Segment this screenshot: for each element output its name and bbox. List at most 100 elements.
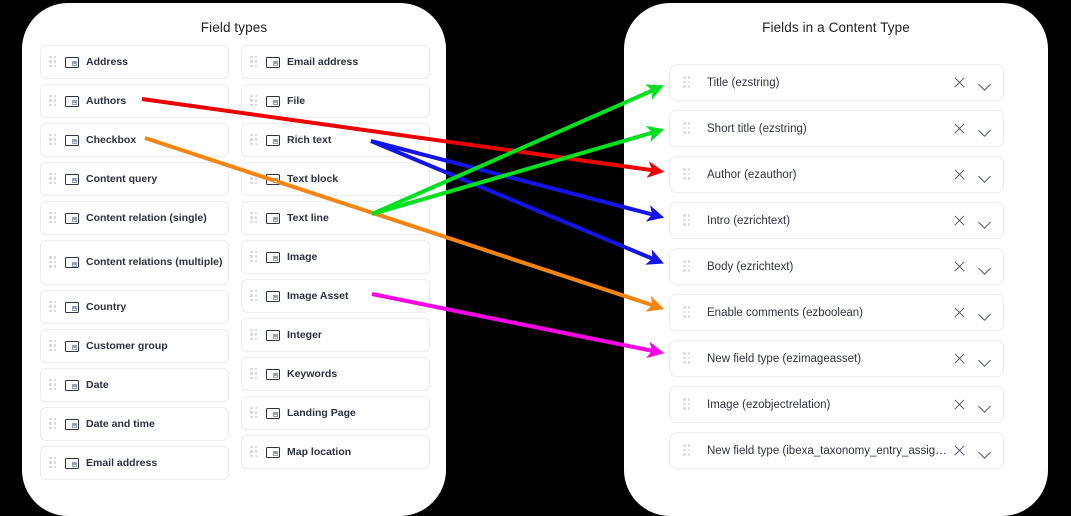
content-field-row[interactable]: Body (ezrichtext) (669, 248, 1004, 285)
field-type-card[interactable]: Date and time (40, 407, 229, 441)
field-type-icon (266, 329, 280, 341)
drag-handle-icon[interactable] (250, 250, 259, 264)
drag-handle-icon[interactable] (250, 328, 259, 342)
field-type-label: Address (86, 55, 129, 68)
close-icon[interactable] (952, 305, 968, 321)
drag-handle-icon[interactable] (250, 172, 259, 186)
drag-handle-icon[interactable] (250, 94, 259, 108)
content-field-row[interactable]: Title (ezstring) (669, 64, 1004, 101)
drag-handle-icon[interactable] (49, 133, 58, 147)
field-type-card[interactable]: File (241, 84, 430, 118)
drag-handle-icon[interactable] (683, 398, 692, 411)
content-field-row[interactable]: New field type (ezimageasset) (669, 340, 1004, 377)
chevron-down-icon[interactable] (978, 122, 992, 136)
field-type-card[interactable]: Content relation (single) (40, 201, 229, 235)
field-type-icon (266, 56, 280, 68)
field-type-label: Customer group (86, 339, 168, 352)
field-type-card[interactable]: Content query (40, 162, 229, 196)
field-type-card[interactable]: Integer (241, 318, 430, 352)
content-field-row[interactable]: Short title (ezstring) (669, 110, 1004, 147)
field-type-card[interactable]: Authors (40, 84, 229, 118)
field-type-label: Landing Page (287, 406, 356, 419)
content-field-row[interactable]: Intro (ezrichtext) (669, 202, 1004, 239)
chevron-down-icon[interactable] (978, 260, 992, 274)
chevron-down-icon[interactable] (978, 444, 992, 458)
field-type-card[interactable]: Image Asset (241, 279, 430, 313)
drag-handle-icon[interactable] (49, 55, 58, 69)
field-type-label: Content relations (multiple) (86, 256, 223, 268)
drag-handle-icon[interactable] (49, 94, 58, 108)
drag-handle-icon[interactable] (49, 256, 58, 269)
drag-handle-icon[interactable] (683, 76, 692, 89)
field-type-card[interactable]: Rich text (241, 123, 430, 157)
close-icon[interactable] (952, 167, 968, 183)
field-type-card[interactable]: Customer group (40, 329, 229, 363)
field-type-card[interactable]: Checkbox (40, 123, 229, 157)
drag-handle-icon[interactable] (683, 214, 692, 227)
close-icon[interactable] (952, 259, 968, 275)
content-field-row[interactable]: Image (ezobjectrelation) (669, 386, 1004, 423)
close-icon[interactable] (952, 397, 968, 413)
drag-handle-icon[interactable] (49, 339, 58, 353)
drag-handle-icon[interactable] (250, 445, 259, 459)
field-type-icon (65, 301, 79, 313)
drag-handle-icon[interactable] (49, 417, 58, 431)
field-type-label: Text line (287, 211, 329, 224)
drag-handle-icon[interactable] (250, 289, 259, 303)
chevron-down-icon[interactable] (978, 76, 992, 90)
field-type-label: Email address (86, 456, 158, 469)
field-type-card[interactable]: Map location (241, 435, 430, 469)
drag-handle-icon[interactable] (683, 260, 692, 273)
field-type-label: Image (287, 250, 318, 263)
chevron-down-icon[interactable] (978, 306, 992, 320)
drag-handle-icon[interactable] (683, 168, 692, 181)
field-type-card[interactable]: Text line (241, 201, 430, 235)
chevron-down-icon[interactable] (978, 214, 992, 228)
close-icon[interactable] (952, 75, 968, 91)
chevron-down-icon[interactable] (978, 398, 992, 412)
field-type-label: Checkbox (86, 133, 137, 146)
chevron-down-icon[interactable] (978, 352, 992, 366)
field-type-card[interactable]: Date (40, 368, 229, 402)
field-type-card[interactable]: Content relations (multiple) (40, 240, 229, 285)
field-type-card[interactable]: Text block (241, 162, 430, 196)
close-icon[interactable] (952, 351, 968, 367)
drag-handle-icon[interactable] (49, 456, 58, 470)
content-field-row[interactable]: Author (ezauthor) (669, 156, 1004, 193)
field-type-icon (65, 212, 79, 224)
close-icon[interactable] (952, 121, 968, 137)
field-type-card[interactable]: Country (40, 290, 229, 324)
content-field-row[interactable]: Enable comments (ezboolean) (669, 294, 1004, 331)
drag-handle-icon[interactable] (683, 352, 692, 365)
content-field-row[interactable]: New field type (ibexa_taxonomy_entry_ass… (669, 432, 1004, 469)
field-type-card[interactable]: Image (241, 240, 430, 274)
field-type-icon (266, 173, 280, 185)
field-type-card[interactable]: Landing Page (241, 396, 430, 430)
field-type-label: Content query (86, 172, 158, 185)
field-type-icon (65, 340, 79, 352)
field-types-title: Field types (200, 20, 268, 35)
chevron-down-icon[interactable] (978, 168, 992, 182)
drag-handle-icon[interactable] (683, 444, 692, 457)
drag-handle-icon[interactable] (49, 172, 58, 186)
close-icon[interactable] (952, 443, 968, 459)
drag-handle-icon[interactable] (49, 300, 58, 314)
drag-handle-icon[interactable] (250, 406, 259, 420)
field-type-card[interactable]: Address (40, 45, 229, 79)
content-field-label: Enable comments (ezboolean) (707, 306, 863, 319)
drag-handle-icon[interactable] (250, 367, 259, 381)
drag-handle-icon[interactable] (250, 133, 259, 147)
drag-handle-icon[interactable] (250, 211, 259, 225)
content-field-label: Author (ezauthor) (707, 168, 797, 181)
drag-handle-icon[interactable] (683, 306, 692, 319)
close-icon[interactable] (952, 213, 968, 229)
drag-handle-icon[interactable] (49, 378, 58, 392)
field-type-icon (266, 446, 280, 458)
drag-handle-icon[interactable] (49, 211, 58, 225)
drag-handle-icon[interactable] (683, 122, 692, 135)
field-type-card[interactable]: Email address (40, 446, 229, 480)
drag-handle-icon[interactable] (250, 55, 259, 69)
field-type-card[interactable]: Email address (241, 45, 430, 79)
field-type-card[interactable]: Keywords (241, 357, 430, 391)
